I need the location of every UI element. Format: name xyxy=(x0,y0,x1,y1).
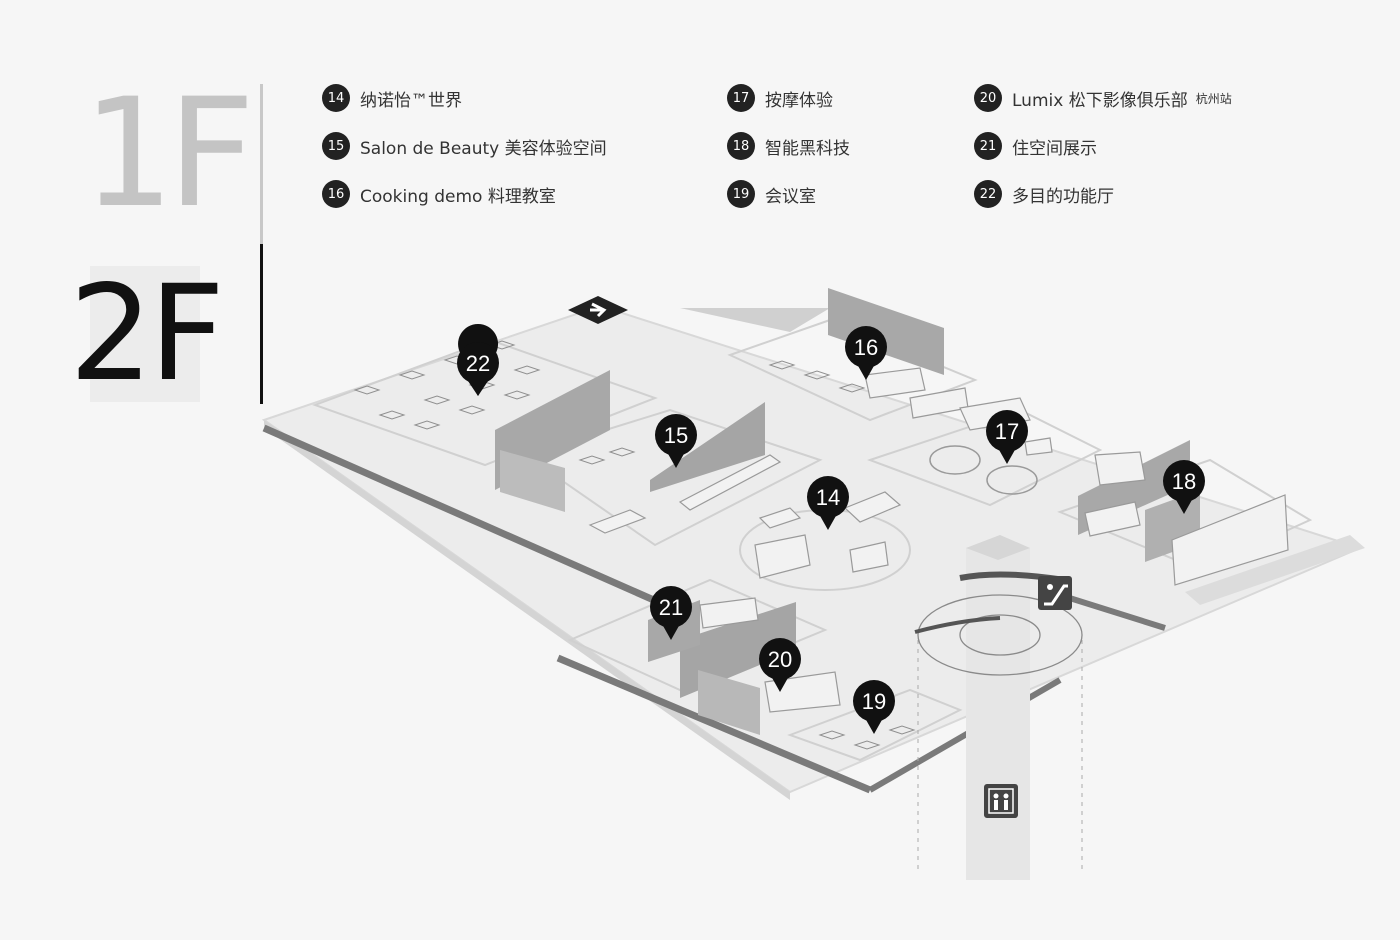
legend-item[interactable]: 19 会议室 xyxy=(727,180,816,208)
map-marker-18[interactable]: 18 xyxy=(1163,460,1205,514)
legend-number-badge: 17 xyxy=(727,84,755,112)
legend-item[interactable]: 17 按摩体验 xyxy=(727,84,833,112)
map-marker-16[interactable]: 16 xyxy=(845,326,887,380)
legend-item[interactable]: 18 智能黑科技 xyxy=(727,132,850,160)
floor-map-svg: 22 16 15 17 14 xyxy=(261,288,1365,880)
map-marker-label: 19 xyxy=(862,689,886,714)
map-markers: 22 16 15 17 14 xyxy=(457,324,1205,734)
legend-number-badge: 20 xyxy=(974,84,1002,112)
map-marker-label: 17 xyxy=(995,419,1019,444)
map-legend: 14 纳诺怡™世界 15 Salon de Beauty 美容体验空间 16 C… xyxy=(322,84,1322,224)
legend-label: 纳诺怡™世界 xyxy=(360,90,462,111)
legend-number-badge: 18 xyxy=(727,132,755,160)
floor-selector: 1F 2F xyxy=(69,67,270,411)
floor-map: 22 16 15 17 14 xyxy=(260,280,1380,890)
legend-label: Lumix 松下影像俱乐部 xyxy=(1012,90,1188,111)
map-marker-label: 15 xyxy=(664,423,688,448)
legend-sublabel: 杭州站 xyxy=(1195,91,1232,106)
map-marker-label: 20 xyxy=(768,647,792,672)
legend-number-badge: 15 xyxy=(322,132,350,160)
map-marker-20[interactable]: 20 xyxy=(759,638,801,692)
map-marker-label: 18 xyxy=(1172,469,1196,494)
map-marker-label: 22 xyxy=(466,351,490,376)
legend-item[interactable]: 20 Lumix 松下影像俱乐部 杭州站 xyxy=(974,84,1232,112)
massage-chairs xyxy=(929,445,1038,495)
legend-number-badge: 14 xyxy=(322,84,350,112)
legend-number-badge: 22 xyxy=(974,180,1002,208)
chairs xyxy=(353,340,916,750)
map-marker-17[interactable]: 17 xyxy=(986,410,1028,464)
map-marker-label: 14 xyxy=(816,485,840,510)
escalator-icon xyxy=(1038,576,1072,610)
legend-number-badge: 19 xyxy=(727,180,755,208)
map-marker-15[interactable]: 15 xyxy=(655,414,697,468)
legend-label: 智能黑科技 xyxy=(765,138,850,159)
map-marker-label: 21 xyxy=(659,595,683,620)
legend-number-badge: 16 xyxy=(322,180,350,208)
map-marker-19[interactable]: 19 xyxy=(853,680,895,734)
legend-label: Salon de Beauty 美容体验空间 xyxy=(360,138,607,159)
legend-item[interactable]: 16 Cooking demo 料理教室 xyxy=(322,180,556,208)
legend-item[interactable]: 15 Salon de Beauty 美容体验空间 xyxy=(322,132,607,160)
entrance-arrow-icon xyxy=(568,296,628,324)
legend-item[interactable]: 21 住空间展示 xyxy=(974,132,1097,160)
map-marker-14[interactable]: 14 xyxy=(807,476,849,530)
furniture-blocks xyxy=(588,367,1289,713)
floor-button-1f[interactable]: 1F xyxy=(80,67,256,241)
legend-label: 会议室 xyxy=(765,186,816,207)
legend-label: Cooking demo 料理教室 xyxy=(360,186,556,207)
map-marker-22[interactable]: 22 xyxy=(457,324,499,396)
legend-label: 住空间展示 xyxy=(1012,138,1097,159)
map-marker-label: 16 xyxy=(854,335,878,360)
floor-track-active-indicator xyxy=(260,244,263,404)
map-marker-21[interactable]: 21 xyxy=(650,586,692,640)
legend-item[interactable]: 22 多目的功能厅 xyxy=(974,180,1114,208)
floor-button-2f[interactable]: 2F xyxy=(69,257,225,411)
legend-label: 按摩体验 xyxy=(765,90,833,111)
legend-item[interactable]: 14 纳诺怡™世界 xyxy=(322,84,462,112)
elevator-icon xyxy=(984,784,1018,818)
legend-number-badge: 21 xyxy=(974,132,1002,160)
legend-label: 多目的功能厅 xyxy=(1012,186,1114,207)
